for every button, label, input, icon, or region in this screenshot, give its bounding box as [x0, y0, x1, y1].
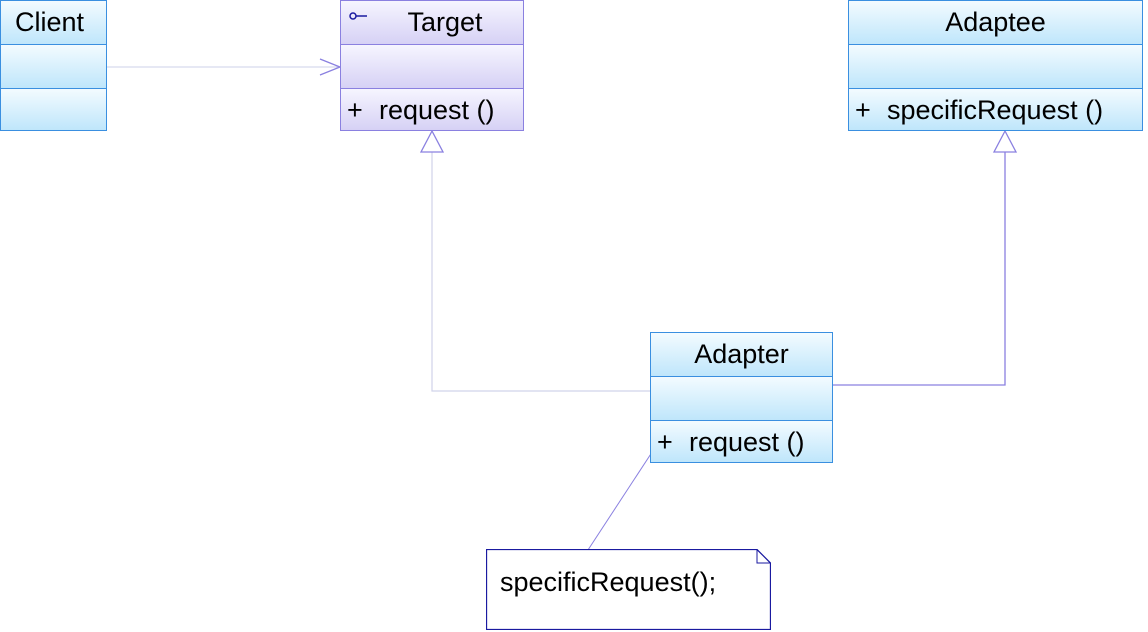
operation-row[interactable]: + specificRequest ()	[849, 89, 1142, 131]
interface-icon	[349, 12, 367, 20]
note-text: specificRequest();	[500, 567, 717, 597]
class-adaptee-operations: + specificRequest ()	[849, 88, 1142, 130]
class-adaptee-name-compartment: Adaptee	[849, 1, 1142, 44]
visibility-marker: +	[657, 427, 673, 457]
class-adaptee[interactable]: Adaptee + specificRequest ()	[848, 0, 1143, 131]
operation-signature: request ()	[689, 427, 805, 457]
class-target-name: Target	[407, 7, 483, 37]
class-adapter-name-compartment: Adapter	[651, 333, 832, 376]
class-client-name-compartment: Client	[1, 1, 106, 44]
class-client-attributes	[1, 44, 106, 88]
class-adaptee-attributes	[849, 44, 1142, 88]
operation-row[interactable]: + request ()	[651, 421, 832, 463]
visibility-marker: +	[855, 95, 871, 125]
class-adapter-name: Adapter	[694, 339, 789, 369]
note-shape	[486, 549, 771, 630]
operation-signature: request ()	[379, 95, 495, 125]
class-adaptee-name: Adaptee	[945, 7, 1046, 37]
class-adapter-attributes	[651, 376, 832, 420]
class-target[interactable]: Target + request ()	[340, 0, 524, 131]
note-anchor-line	[585, 439, 661, 554]
class-client-operations	[1, 88, 106, 130]
visibility-marker: +	[347, 95, 363, 125]
class-client[interactable]: Client	[0, 0, 107, 131]
class-target-operations: + request ()	[341, 88, 523, 130]
operation-row[interactable]: + request ()	[341, 89, 523, 131]
adapter-target-realization	[419, 129, 650, 392]
class-adapter-operations: + request ()	[651, 420, 832, 462]
operation-signature: specificRequest ()	[887, 95, 1104, 125]
class-target-name-compartment: Target	[341, 1, 523, 44]
adapter-adaptee-generalization	[832, 129, 1018, 386]
class-target-attributes	[341, 44, 523, 88]
class-adapter[interactable]: Adapter + request ()	[650, 332, 833, 463]
client-target-association	[106, 58, 342, 76]
note[interactable]: specificRequest();	[486, 549, 771, 630]
class-client-name: Client	[15, 7, 85, 37]
